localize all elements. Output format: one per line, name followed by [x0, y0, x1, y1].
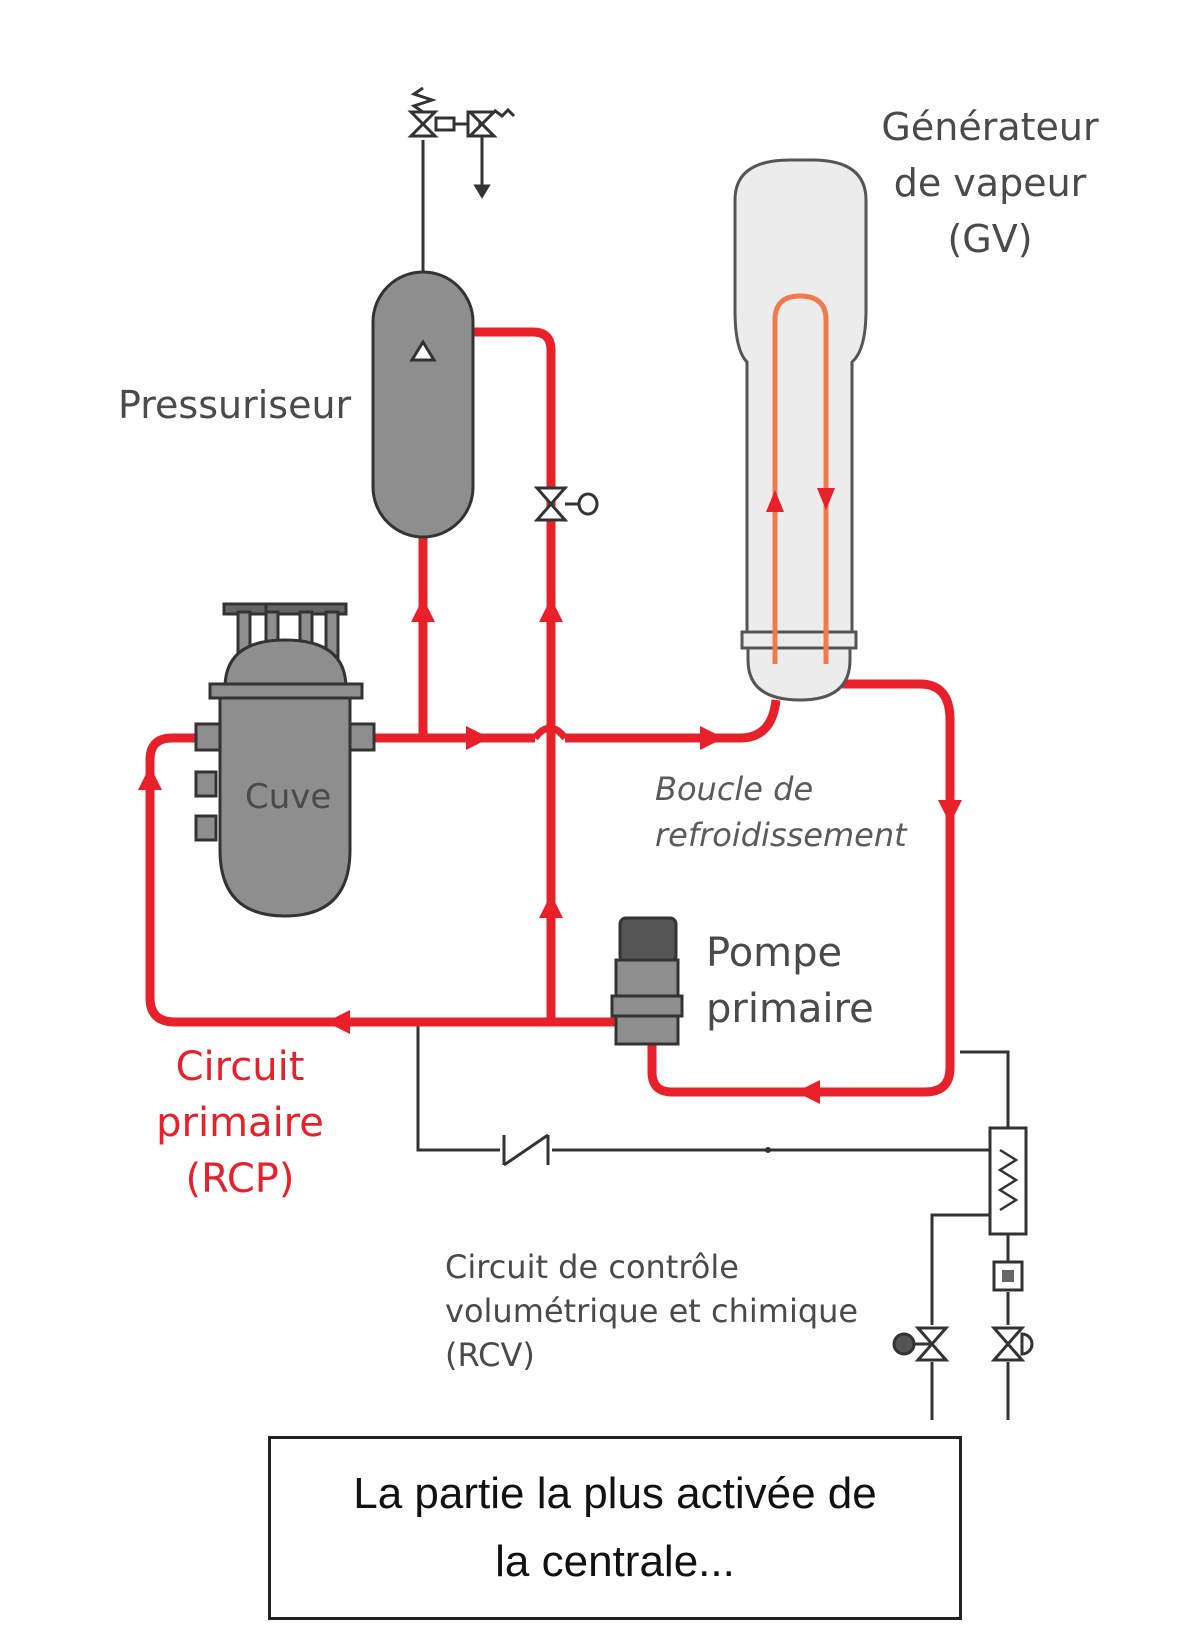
relief-valves-icon	[407, 86, 516, 199]
primary-circuit-label-line1: Circuit	[176, 1044, 305, 1090]
caption-line-2: la centrale...	[495, 1537, 735, 1586]
steam-generator-label-line3: (GV)	[947, 217, 1032, 261]
arrow-up-icon	[539, 598, 563, 622]
arrow-down-icon	[938, 800, 962, 824]
primary-circuit-label-line2: primaire	[156, 1100, 324, 1146]
arrow-left-icon	[326, 1010, 350, 1034]
check-valve-icon	[502, 1133, 550, 1167]
filter-icon	[992, 1260, 1024, 1292]
primary-pump-label: Pompe primaire	[706, 930, 874, 1032]
rcv-circuit-label-line2: volumétrique et chimique	[445, 1292, 858, 1330]
rcv-circuit-label: Circuit de contrôle volumétrique et chim…	[445, 1248, 858, 1374]
primary-pump	[610, 916, 684, 1046]
steam-generator-label: Générateur de vapeur (GV)	[881, 105, 1099, 261]
caption-box: La partie la plus activée de la centrale…	[268, 1436, 962, 1620]
steam-generator-label-line1: Générateur	[881, 105, 1099, 149]
junction-dot	[765, 1147, 771, 1153]
cooling-loop-label: Boucle de refroidissement	[655, 770, 908, 854]
primary-circuit-label: Circuit primaire (RCP)	[156, 1044, 324, 1202]
caption-line-1: La partie la plus activée de	[353, 1468, 877, 1518]
primary-circuit-label-line3: (RCP)	[185, 1156, 294, 1202]
rcv-circuit-label-line3: (RCV)	[445, 1336, 535, 1374]
arrow-right-icon	[466, 726, 490, 750]
vessel-label: Cuve	[245, 777, 331, 817]
pressurizer-label: Pressuriseur	[118, 383, 352, 427]
primary-pump-label-line2: primaire	[706, 986, 874, 1032]
cooling-loop-label-line2: refroidissement	[655, 816, 908, 854]
pressurizer	[371, 270, 475, 539]
spray-valve-icon	[533, 486, 599, 522]
reactor-vessel	[194, 602, 376, 918]
arrow-left-icon	[796, 1080, 820, 1104]
rcv-circuit-label-line1: Circuit de contrôle	[445, 1248, 739, 1286]
steam-generator	[733, 158, 868, 702]
cooling-loop-label-line1: Boucle de	[655, 770, 813, 808]
steam-generator-label-line2: de vapeur	[894, 161, 1087, 205]
arrow-up-icon	[411, 598, 435, 622]
primary-circuit-pipes	[145, 327, 955, 1097]
flow-arrows	[138, 598, 962, 1104]
heat-exchanger-icon	[988, 1126, 1028, 1236]
arrow-up-icon	[138, 766, 162, 790]
control-valve-left-icon	[892, 1326, 950, 1362]
arrow-right-icon	[700, 726, 724, 750]
primary-pump-label-line1: Pompe	[706, 930, 842, 976]
control-valve-right-icon	[990, 1326, 1034, 1362]
arrow-up-icon	[539, 894, 563, 918]
